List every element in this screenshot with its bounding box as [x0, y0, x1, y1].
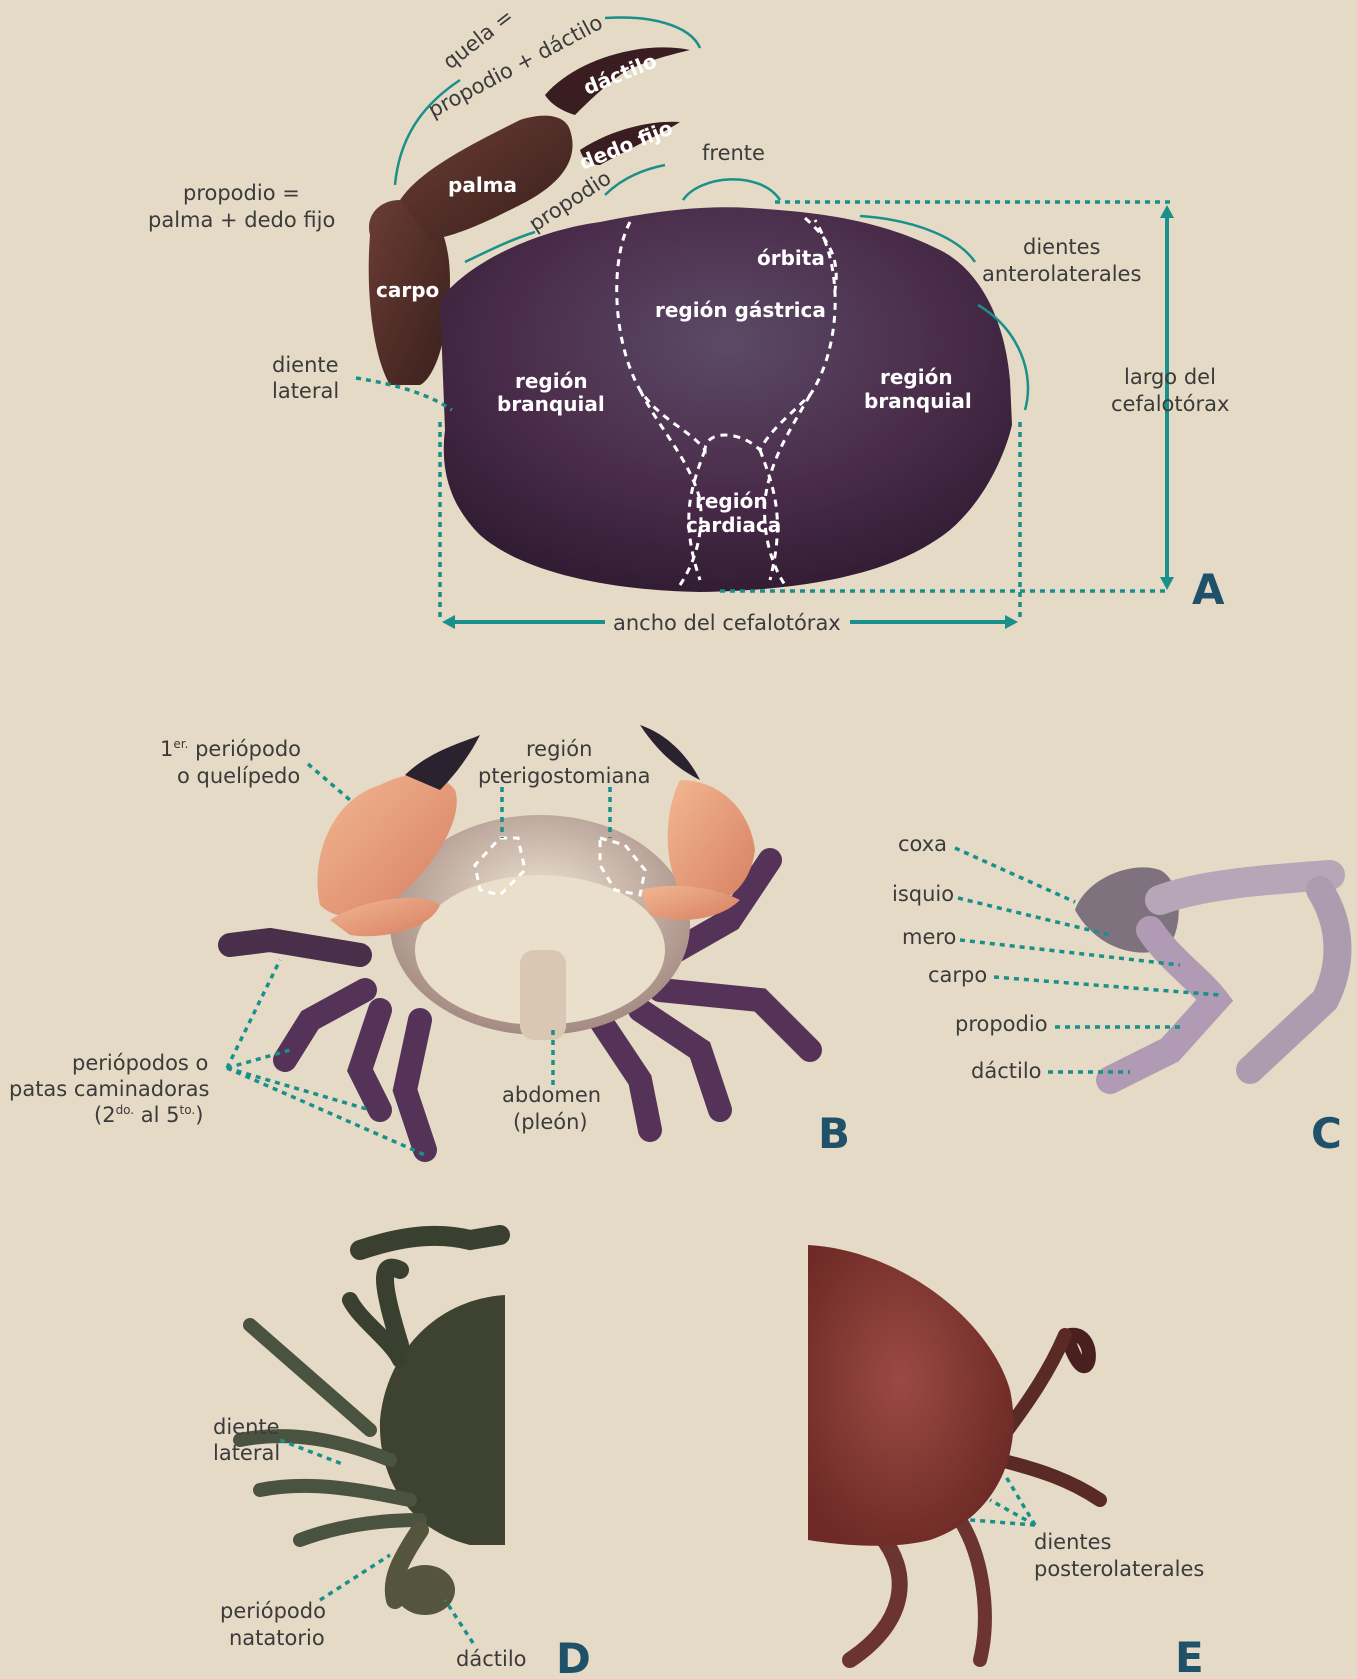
label-region-branquial-right-1: región	[880, 365, 953, 389]
label-mero: mero	[902, 925, 956, 949]
frente-arc	[683, 179, 780, 200]
label-region-branquial-left-2: branquial	[497, 392, 605, 416]
label-pterigo-1: región	[526, 737, 592, 761]
label-diente-2: lateral	[272, 379, 339, 403]
panel-letter-d: D	[556, 1634, 591, 1679]
label-patas-3: (2do. al 5to.)	[94, 1103, 203, 1127]
label-dactilo: dáctilo	[971, 1059, 1042, 1083]
panel-e: dientes posterolaterales E	[808, 1245, 1204, 1679]
crab-e-illustration	[808, 1245, 1100, 1660]
label-propodio-def-2: palma + dedo fijo	[148, 208, 335, 232]
label-perio-1: 1er. periópodo	[160, 737, 301, 761]
label-ancho: ancho del cefalotórax	[613, 611, 841, 635]
patas-leader-1	[227, 960, 280, 1068]
panel-letter-c: C	[1311, 1109, 1342, 1158]
label-pterigo-2: pterigostomiana	[478, 764, 651, 788]
propodio-arc-right	[605, 165, 665, 195]
panel-c: coxa isquio mero carpo propodio dáctilo …	[892, 832, 1342, 1158]
label-dientes-1: dientes	[1023, 235, 1101, 259]
dientes-post-leader-1	[1005, 1475, 1035, 1525]
label-dactilo-d: dáctilo	[456, 1647, 527, 1671]
panel-letter-a: A	[1192, 565, 1225, 614]
label-region-cardiaca-1: región	[695, 489, 768, 513]
label-diente-d-2: lateral	[213, 1441, 280, 1465]
label-coxa: coxa	[898, 832, 947, 856]
label-region-cardiaca-2: cardiaca	[686, 513, 781, 537]
label-carpo: carpo	[376, 278, 439, 302]
label-perio-d-2: natatorio	[229, 1626, 325, 1650]
label-dientes-post-1: dientes	[1034, 1530, 1112, 1554]
label-dientes-2: anterolaterales	[982, 262, 1141, 286]
panel-letter-e: E	[1175, 1633, 1204, 1679]
ancho-head-left	[442, 615, 455, 629]
label-pleon: (pleón)	[513, 1110, 588, 1134]
label-propodio: propodio	[955, 1012, 1048, 1036]
label-region-branquial-right-2: branquial	[864, 389, 972, 413]
leg-c-illustration	[1075, 867, 1338, 1080]
label-abdomen: abdomen	[502, 1083, 601, 1107]
label-diente-1: diente	[272, 353, 339, 377]
crab-d-illustration	[240, 1235, 505, 1615]
largo-arrow-head-bottom	[1160, 577, 1174, 590]
label-perio-2: o quelípedo	[177, 764, 300, 788]
label-patas-1: periópodos o	[72, 1051, 208, 1075]
patas-leader-3	[227, 1068, 370, 1110]
label-frente: frente	[702, 141, 765, 165]
coxa-leader	[955, 848, 1075, 902]
label-carpo: carpo	[928, 963, 987, 987]
label-largo-2: cefalotórax	[1111, 392, 1229, 416]
quela-arc-top	[605, 17, 700, 48]
panel-letter-b: B	[818, 1109, 850, 1158]
label-orbita: órbita	[757, 246, 825, 270]
label-patas-2: patas caminadoras	[9, 1077, 209, 1101]
label-diente-d-1: diente	[213, 1415, 280, 1439]
label-largo-1: largo del	[1124, 365, 1216, 389]
panel-b: 1er. periópodo o quelípedo región pterig…	[9, 725, 850, 1158]
dactilo-d-leader	[445, 1600, 473, 1643]
panel-a: quela = propodio + dáctilo dáctilo dedo …	[148, 4, 1229, 635]
label-dientes-post-2: posterolaterales	[1034, 1557, 1204, 1581]
label-isquio: isquio	[892, 882, 954, 906]
label-perio-d-1: periópodo	[220, 1599, 326, 1623]
largo-arrow-head-top	[1160, 205, 1174, 218]
ancho-head-right	[1005, 615, 1018, 629]
label-palma: palma	[448, 173, 517, 197]
panel-d: diente lateral periópodo natatorio dácti…	[213, 1235, 591, 1679]
perio-natatorio-leader	[320, 1555, 390, 1600]
perio-1-leader	[308, 764, 350, 800]
label-propodio-def-1: propodio =	[183, 181, 300, 205]
label-region-branquial-left-1: región	[515, 369, 588, 393]
label-region-gastrica: región gástrica	[655, 298, 826, 322]
